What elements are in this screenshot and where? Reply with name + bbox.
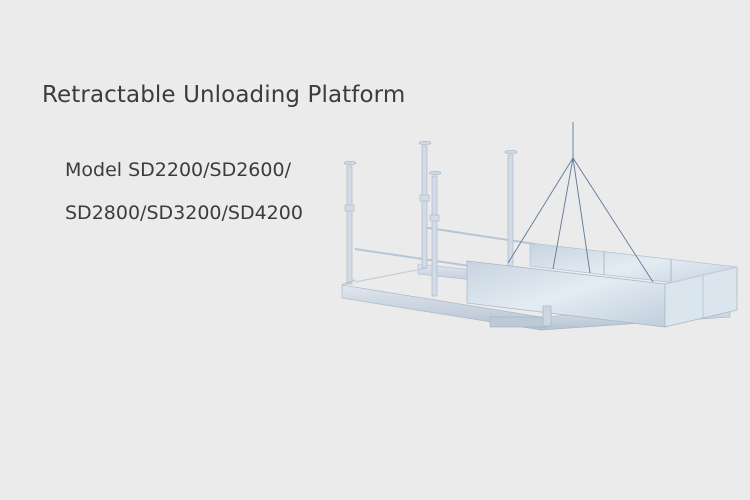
- model-line-2: SD2800/SD3200/SD4200: [65, 202, 303, 224]
- product-title: Retractable Unloading Platform: [42, 82, 406, 108]
- platform-illustration: [341, 122, 738, 331]
- model-line-1: Model SD2200/SD2600/: [65, 159, 291, 181]
